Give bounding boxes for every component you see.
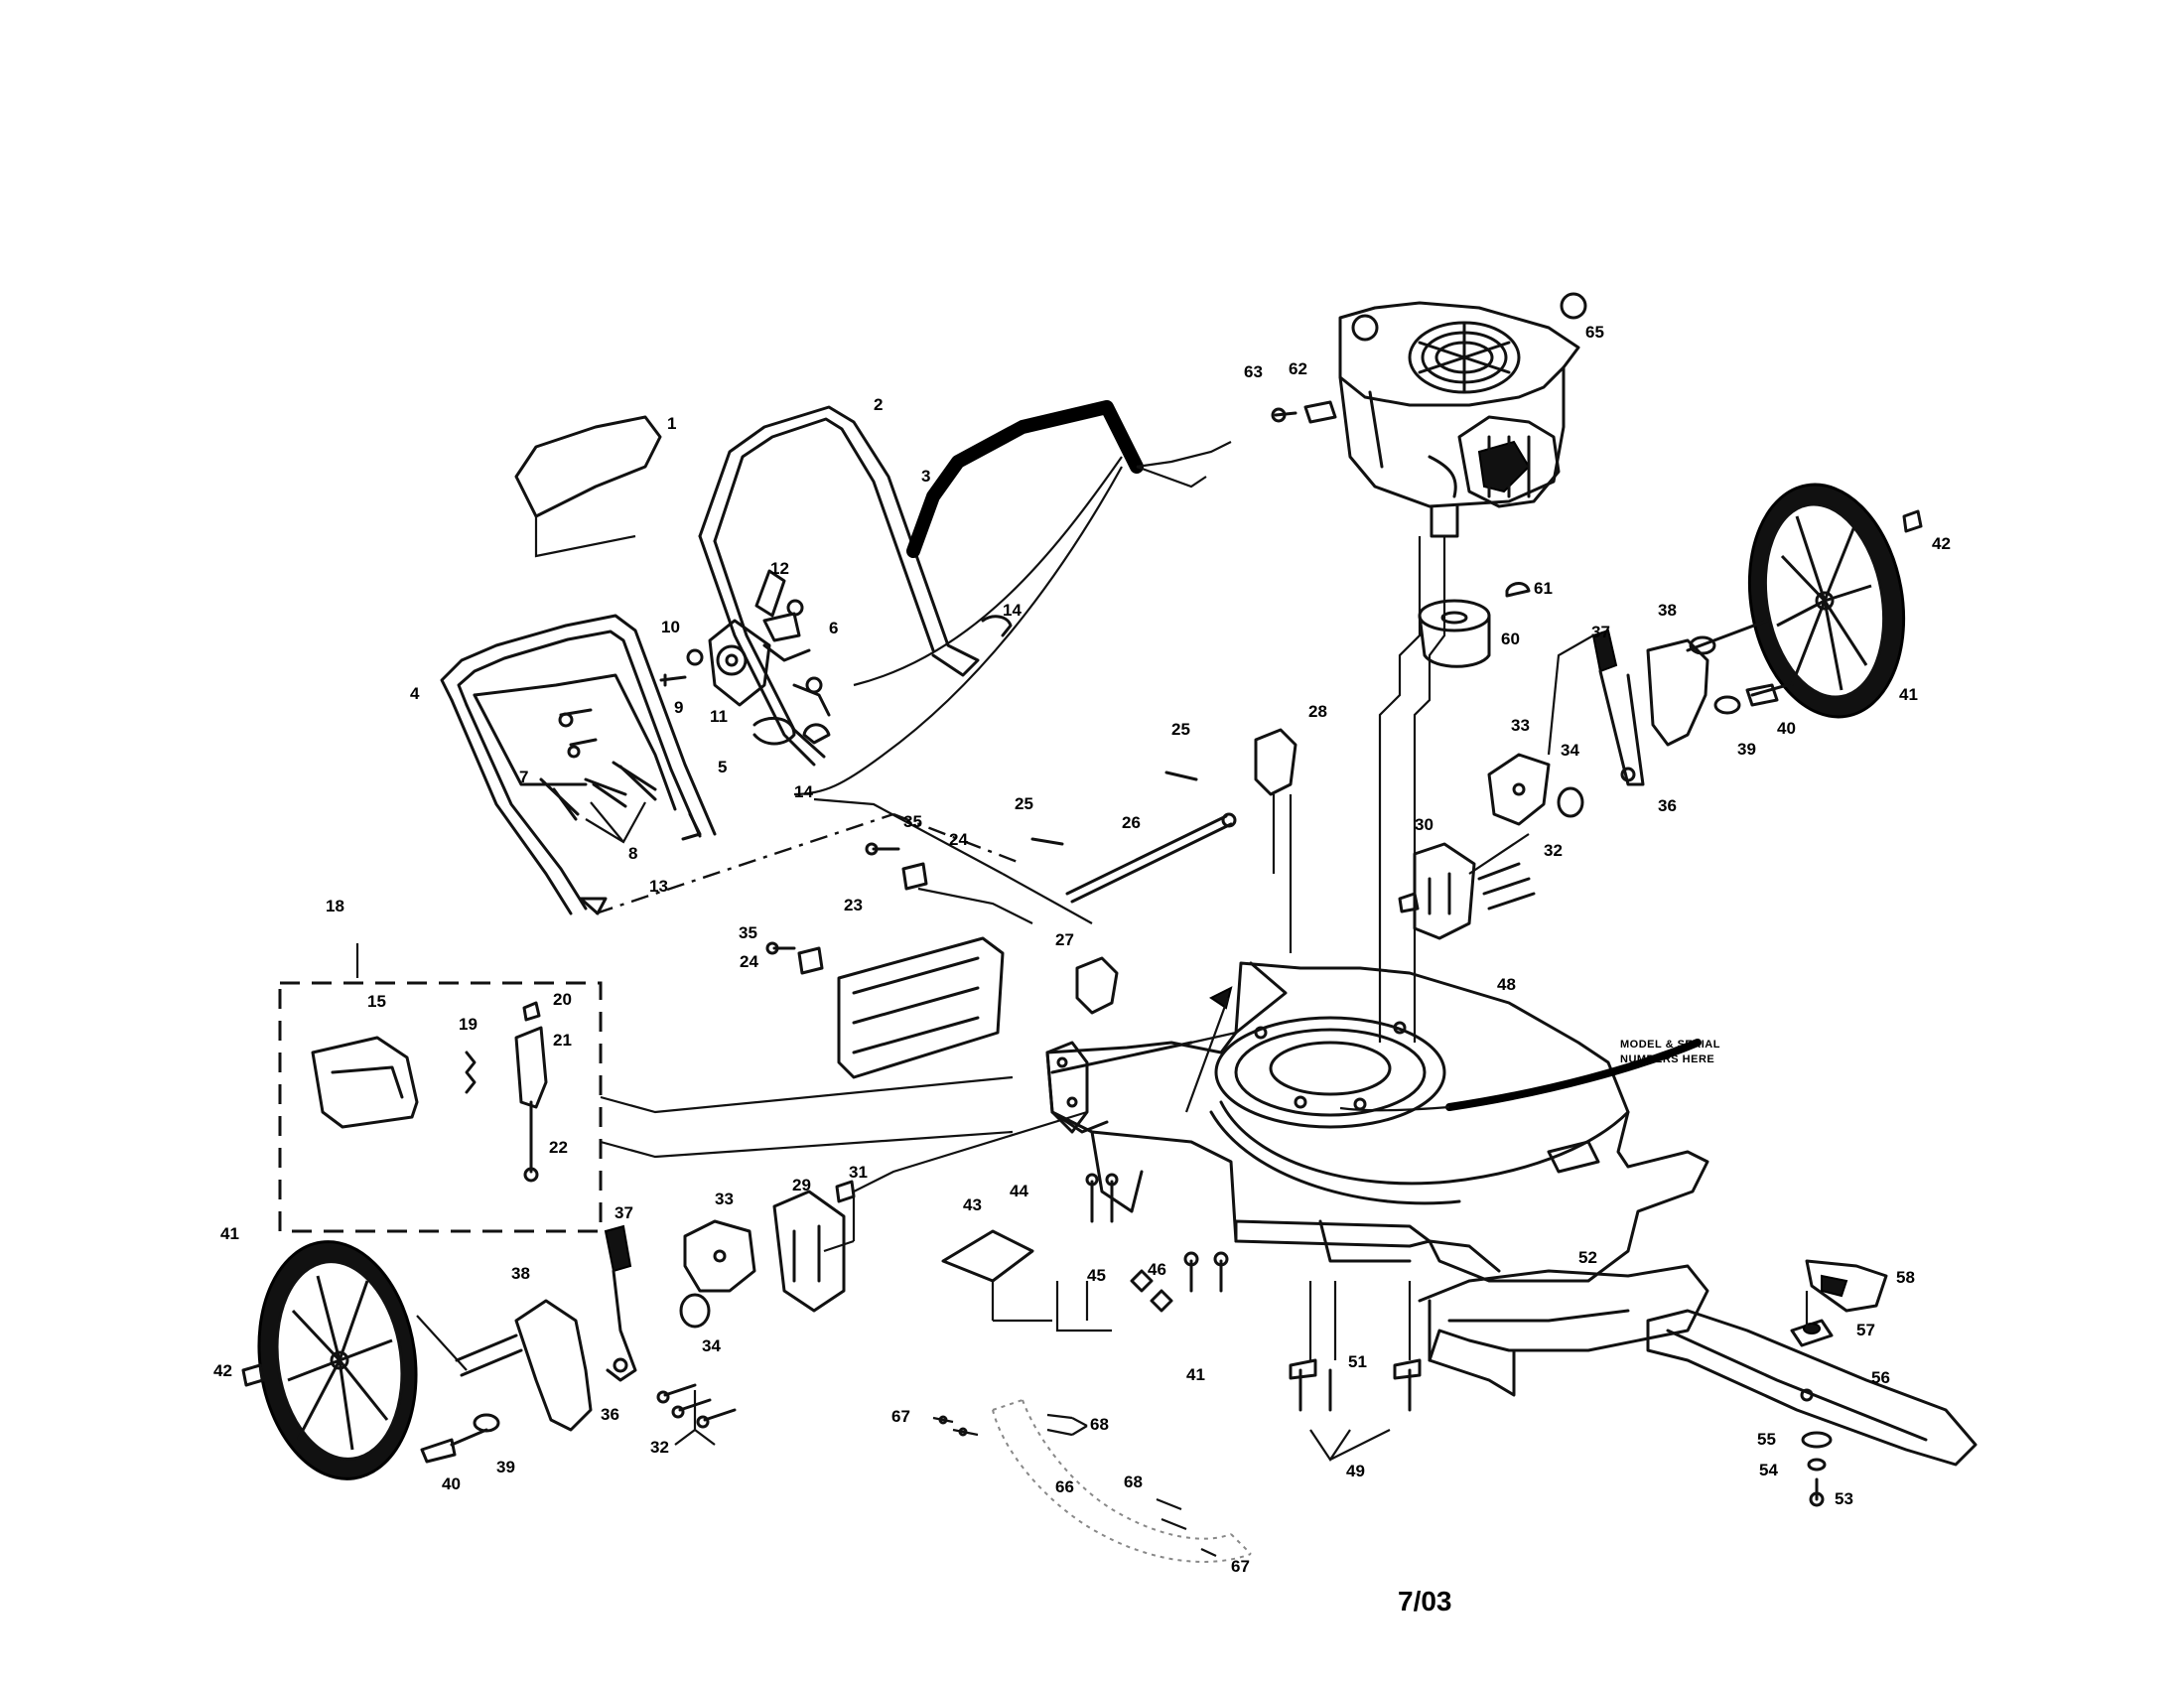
callout-6: 6 (829, 619, 838, 637)
callout-33b: 33 (715, 1190, 734, 1208)
callout-45: 45 (1087, 1266, 1106, 1285)
callout-54: 54 (1759, 1461, 1778, 1479)
callout-33a: 33 (1511, 716, 1530, 735)
callout-34a: 34 (1561, 741, 1579, 760)
callout-36b: 36 (601, 1405, 619, 1424)
callout-4: 4 (410, 684, 420, 703)
callout-14b: 14 (794, 782, 813, 801)
callout-35b: 35 (739, 923, 757, 942)
callout-15: 15 (367, 992, 386, 1011)
callout-21: 21 (553, 1031, 572, 1050)
model-serial-note: MODEL & SERIAL NUMBERS HERE (1620, 1039, 1720, 1065)
callout-67a: 67 (891, 1407, 910, 1426)
callout-10: 10 (661, 618, 680, 636)
callout-57: 57 (1856, 1321, 1875, 1339)
model-note-line1: MODEL & SERIAL (1620, 1039, 1720, 1051)
deck-hardware (1055, 1173, 1422, 1462)
callout-41b: 41 (220, 1224, 239, 1243)
callout-35a: 35 (903, 812, 922, 831)
callout-55: 55 (1757, 1430, 1776, 1449)
callout-9: 9 (674, 698, 683, 717)
callout-40a: 40 (1777, 719, 1796, 738)
callout-39b: 39 (496, 1458, 515, 1476)
deflector (765, 842, 1033, 1079)
mulch-kit (932, 1399, 1252, 1563)
callout-24a: 24 (949, 830, 968, 849)
wheel-rear-right (1398, 483, 1923, 940)
callout-labels: 1 2 3 4 5 6 7 8 9 10 11 12 13 14 14 15 1… (213, 323, 1951, 1576)
model-note-line2: NUMBERS HERE (1620, 1053, 1714, 1065)
shield-43 (941, 1229, 1052, 1323)
callout-32a: 32 (1544, 841, 1563, 860)
callout-42a: 42 (1932, 534, 1951, 553)
callout-11: 11 (710, 707, 728, 726)
callout-40b: 40 (442, 1474, 461, 1493)
callout-61: 61 (1534, 579, 1553, 598)
callout-63: 63 (1244, 362, 1263, 381)
callout-58: 58 (1896, 1268, 1915, 1287)
alignment-lines (813, 634, 1594, 1253)
callout-44: 44 (1010, 1182, 1028, 1200)
callout-65: 65 (1585, 323, 1604, 342)
callout-37b: 37 (614, 1203, 633, 1222)
callout-46: 46 (1148, 1260, 1166, 1279)
rear-door-kit (278, 943, 1014, 1233)
callout-25a: 25 (1171, 720, 1190, 739)
callout-68a: 68 (1090, 1415, 1109, 1434)
callout-28: 28 (1308, 702, 1327, 721)
callout-26: 26 (1122, 813, 1141, 832)
callout-3: 3 (921, 467, 930, 486)
handle-assembly (440, 400, 1232, 915)
callout-25b: 25 (1015, 794, 1033, 813)
callout-7: 7 (519, 768, 528, 786)
callout-67b: 67 (1231, 1557, 1250, 1576)
callout-49: 49 (1346, 1462, 1365, 1480)
callout-68b: 68 (1124, 1473, 1143, 1491)
callout-38b: 38 (511, 1264, 530, 1283)
callout-38a: 38 (1658, 601, 1677, 620)
callout-41a: 41 (1899, 685, 1918, 704)
callout-24b: 24 (740, 952, 758, 971)
callout-31: 31 (849, 1163, 868, 1182)
callout-62: 62 (1289, 359, 1307, 378)
callout-60: 60 (1501, 630, 1520, 648)
callout-2: 2 (874, 395, 883, 414)
callout-34b: 34 (702, 1336, 721, 1355)
callout-52: 52 (1578, 1248, 1597, 1267)
callout-66: 66 (1055, 1477, 1074, 1496)
callout-12: 12 (770, 559, 789, 578)
callout-51: 51 (1348, 1352, 1367, 1371)
wheel-front-left (241, 1180, 856, 1480)
callout-53: 53 (1835, 1489, 1853, 1508)
callout-29: 29 (792, 1176, 811, 1194)
blade-assembly (1646, 1259, 1978, 1507)
callout-42b: 42 (213, 1361, 232, 1380)
callout-13: 13 (649, 877, 668, 896)
engine (1271, 292, 1587, 1043)
callout-56: 56 (1871, 1368, 1890, 1387)
callout-32b: 32 (650, 1438, 669, 1457)
callout-22: 22 (549, 1138, 568, 1157)
callout-1: 1 (667, 414, 676, 433)
callout-18: 18 (326, 897, 344, 915)
callout-8: 8 (628, 844, 637, 863)
callout-23: 23 (844, 896, 863, 914)
callout-43: 43 (963, 1195, 982, 1214)
callout-19: 19 (459, 1015, 478, 1034)
callout-27: 27 (1055, 930, 1074, 949)
mower-deck (1030, 728, 1709, 1397)
callout-20: 20 (553, 990, 572, 1009)
callout-48: 48 (1497, 975, 1516, 994)
callout-37a: 37 (1591, 623, 1610, 641)
callout-36a: 36 (1658, 796, 1677, 815)
date-code: 7/03 (1398, 1586, 1452, 1616)
callout-39a: 39 (1737, 740, 1756, 759)
callout-41c: 41 (1186, 1365, 1205, 1384)
callout-30: 30 (1415, 815, 1433, 834)
callout-14a: 14 (1003, 601, 1022, 620)
callout-5: 5 (718, 758, 727, 776)
